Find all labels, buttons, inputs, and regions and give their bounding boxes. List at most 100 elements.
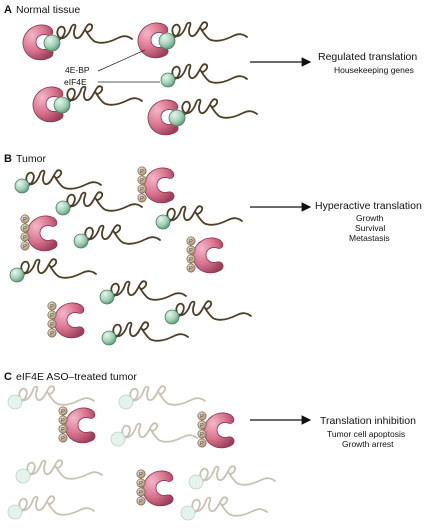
svg-text:P: P	[23, 226, 27, 232]
eif4e-mrna-unit	[180, 496, 268, 521]
svg-text:P: P	[50, 331, 54, 337]
svg-text:P: P	[139, 481, 143, 487]
phosphate-group-icon: P	[197, 420, 207, 430]
eif4e-sphere-icon	[164, 309, 180, 325]
eif4e-mrna-unit	[7, 495, 95, 520]
mrna-strand	[66, 85, 143, 106]
mrna-strand	[166, 205, 243, 226]
eif4e-sphere-icon	[14, 178, 30, 194]
outcome-b-line-2: Survival	[355, 223, 385, 233]
eif4e-mrna-unit	[155, 205, 243, 230]
phosphate-group-icon: P	[47, 310, 57, 320]
outcome-a-title: Regulated translation	[318, 51, 417, 63]
svg-text:P: P	[200, 432, 204, 438]
panel-a-title: Normal tissue	[16, 4, 80, 16]
svg-text:P: P	[200, 423, 204, 429]
phosphate-group-icon: P	[186, 236, 196, 246]
svg-text:P: P	[189, 239, 193, 245]
phosphate-group-icon: P	[186, 245, 196, 255]
svg-text:P: P	[50, 313, 54, 319]
eif4e-mrna-unit	[99, 280, 187, 305]
phosphate-group-icon: P	[137, 193, 147, 203]
mrna-strand	[129, 385, 206, 406]
phosphate-group-icon: P	[137, 184, 147, 194]
phosphate-group-icon: P	[197, 438, 207, 448]
outcome-b-line-1: Growth	[356, 213, 384, 223]
mrna-strand	[18, 495, 95, 516]
bp-eif4e-complex	[147, 98, 258, 136]
phosphate-group-icon: P	[58, 415, 68, 425]
panel-a: A Normal tissue 4E-BP eIF4E Regulated tr…	[4, 4, 417, 136]
eif4e-sphere-icon	[43, 34, 61, 52]
svg-text:P: P	[139, 472, 143, 478]
mrna-strand	[112, 321, 189, 342]
outcome-c-line-2: Growth arrest	[342, 439, 394, 449]
4e-bp-shape-icon	[142, 470, 174, 507]
phosphate-group-icon: P	[137, 166, 147, 176]
bp-eif4e-complex	[137, 21, 248, 59]
callout-eif4e: eIF4E	[64, 77, 87, 87]
eif4e-mrna-unit	[9, 258, 97, 283]
phosphate-group-icon: P	[20, 223, 30, 233]
phosphate-group-icon: P	[137, 175, 147, 185]
svg-text:P: P	[189, 266, 193, 272]
4e-bp-shape-icon	[192, 237, 224, 274]
eif4e-sphere-icon	[15, 468, 31, 484]
svg-text:P: P	[23, 217, 27, 223]
phosphate-group-icon: P	[136, 487, 146, 497]
outcome-c-line-1: Tumor cell apoptosis	[327, 429, 405, 439]
svg-text:P: P	[23, 235, 27, 241]
mrna-strand	[20, 258, 97, 279]
4e-bp-shape-icon	[26, 215, 58, 252]
phosphate-group-icon: P	[47, 319, 57, 329]
eif4e-mrna-unit	[101, 321, 189, 346]
phosphate-group-icon: P	[58, 433, 68, 443]
eif4e-sphere-icon	[110, 431, 126, 447]
svg-text:P: P	[140, 169, 144, 175]
svg-text:P: P	[140, 178, 144, 184]
outcome-c-title: Translation inhibition	[320, 415, 416, 427]
phosphate-group-icon: P	[186, 254, 196, 264]
phosphate-group-icon: P	[20, 232, 30, 242]
phosphate-group-icon: P	[47, 301, 57, 311]
svg-text:P: P	[61, 436, 65, 442]
phosphate-group-icon: P	[136, 469, 146, 479]
svg-text:P: P	[200, 414, 204, 420]
mrna-strand	[110, 280, 187, 301]
eif4e-sphere-icon	[155, 214, 171, 230]
phosphate-group-icon: P	[58, 406, 68, 416]
panel-a-molecules	[22, 21, 258, 136]
phosphate-group-icon: P	[136, 496, 146, 506]
svg-text:P: P	[50, 304, 54, 310]
panel-b-label: B	[4, 153, 12, 165]
4e-bp-shape-icon	[64, 407, 96, 444]
mrna-strand	[171, 21, 248, 42]
phosphate-group-icon: P	[20, 214, 30, 224]
svg-text:P: P	[139, 490, 143, 496]
mrna-strand	[56, 23, 133, 44]
4e-bp-shape-icon	[53, 302, 85, 339]
svg-text:P: P	[139, 499, 143, 505]
outcome-b-title: Hyperactive translation	[315, 200, 422, 212]
svg-text:P: P	[140, 196, 144, 202]
svg-text:P: P	[50, 322, 54, 328]
eif4e-mrna-unit	[160, 63, 248, 88]
svg-text:P: P	[61, 409, 65, 415]
eif4e-sphere-icon	[158, 32, 176, 50]
callout-4ebp: 4E-BP	[65, 65, 90, 75]
mrna-strand	[191, 496, 268, 517]
eif4e-mrna-unit	[73, 224, 161, 249]
svg-text:P: P	[23, 244, 27, 250]
panel-b-title: Tumor	[16, 153, 46, 165]
mrna-strand	[84, 224, 161, 245]
eif4e-sphere-icon	[180, 505, 196, 521]
